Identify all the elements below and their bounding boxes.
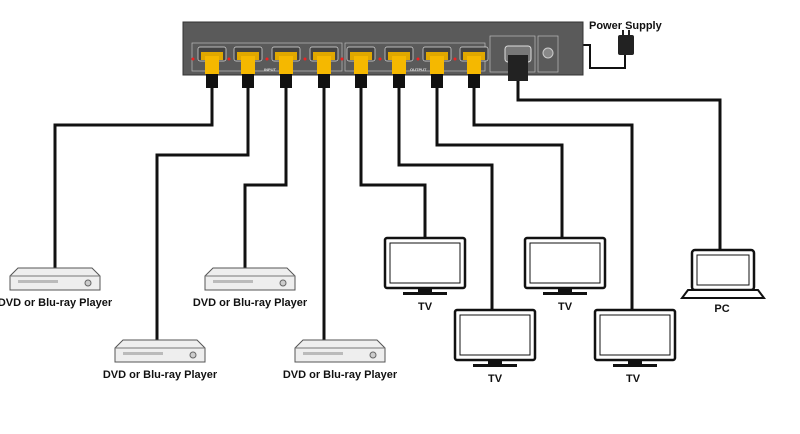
dvd-player-label: DVD or Blu-ray Player — [0, 297, 113, 309]
cable-input-3 — [243, 75, 288, 268]
cable-input-2 — [155, 75, 250, 340]
dvd-player-label: DVD or Blu-ray Player — [193, 297, 308, 309]
power-adapter: Power Supply — [589, 20, 663, 55]
pc-label: PC — [714, 303, 729, 315]
tv-label: TV — [558, 301, 573, 313]
input-group-label: INPUT — [264, 67, 277, 72]
dvd-player: DVD or Blu-ray Player — [283, 339, 398, 381]
hdmi-output-port — [416, 46, 452, 88]
dvd-player: DVD or Blu-ray Player — [193, 267, 308, 309]
hdmi-input-port — [191, 46, 227, 88]
tv-label: TV — [626, 373, 641, 385]
pc-laptop: PC — [680, 248, 766, 315]
hdmi-output-port — [340, 46, 376, 88]
tv: TV — [523, 236, 607, 313]
cable-output-4 — [472, 75, 634, 310]
tv: TV — [593, 308, 677, 385]
power-supply-label: Power Supply — [589, 20, 663, 32]
dvd-player-label: DVD or Blu-ray Player — [103, 369, 218, 381]
cable-input-1 — [53, 75, 214, 268]
output-group-label: OUTPUT — [410, 67, 427, 72]
vga-plug — [508, 55, 528, 81]
cable-output-3 — [435, 75, 564, 238]
cable-vga — [516, 80, 722, 250]
dvd-player-label: DVD or Blu-ray Player — [283, 369, 398, 381]
matrix-switch: INPUT OUTPUT — [182, 21, 584, 88]
dvd-player: DVD or Blu-ray Player — [103, 339, 218, 381]
hdmi-input-port — [265, 46, 301, 88]
cables — [53, 44, 722, 340]
tv-label: TV — [488, 373, 503, 385]
hdmi-output-port — [378, 46, 414, 88]
hdmi-input-port — [303, 46, 339, 88]
dvd-player: DVD or Blu-ray Player — [0, 267, 113, 309]
hdmi-output-port — [453, 46, 489, 88]
dc-jack — [542, 47, 554, 59]
tv-label: TV — [418, 301, 433, 313]
tv: TV — [383, 236, 467, 313]
cable-output-1 — [359, 75, 427, 238]
cable-output-2 — [397, 75, 494, 310]
tv: TV — [453, 308, 537, 385]
hdmi-input-port — [227, 46, 263, 88]
